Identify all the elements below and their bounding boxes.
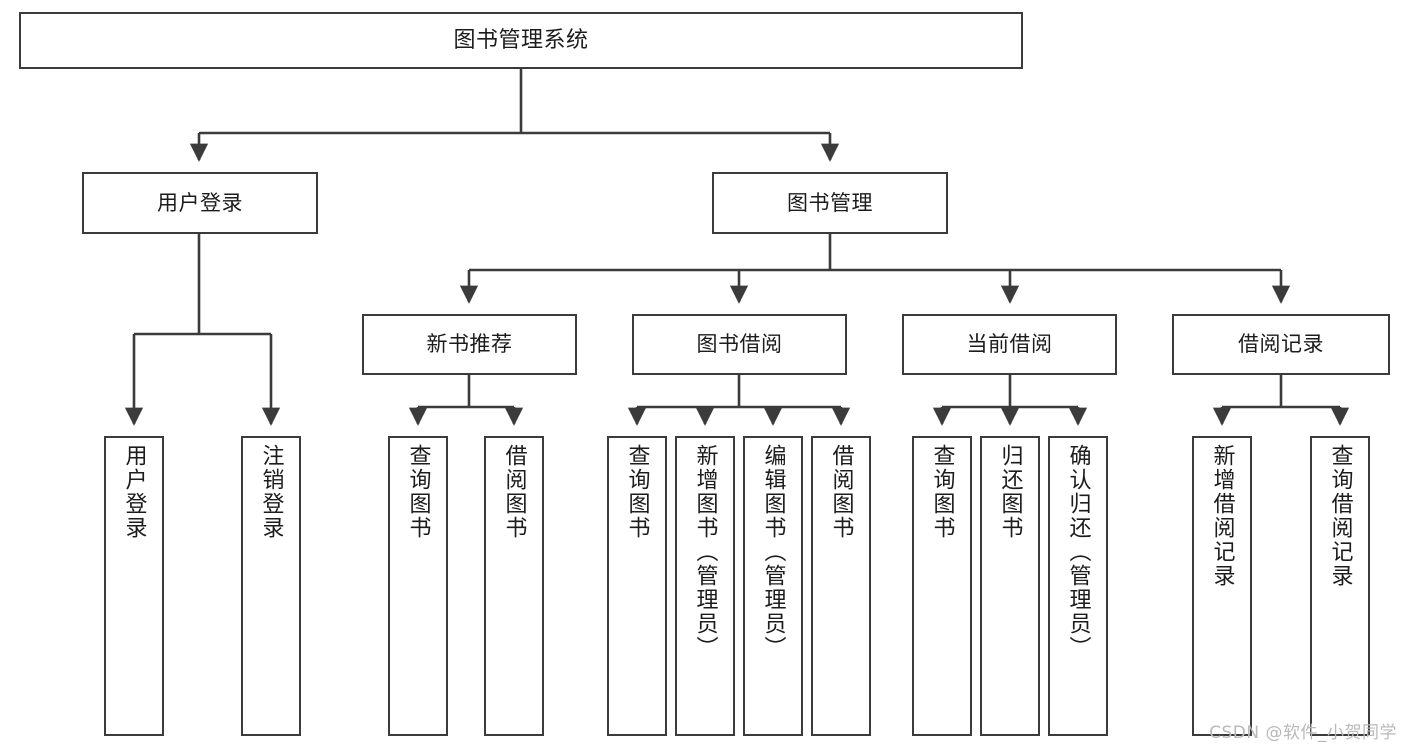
leaf-user-login[interactable]: 用户登录 [104,436,164,736]
leaf-query-borrow-record[interactable]: 查询借阅记录 [1310,436,1370,736]
leaf-borrow-books-new[interactable]: 借阅图书 [484,436,544,736]
node-label: 确认归还（管理员） [1065,444,1091,660]
node-label: 用户登录 [121,444,147,540]
node-book-borrowing[interactable]: 图书借阅 [632,314,847,375]
node-label: 用户登录 [157,190,243,215]
node-label: 新增借阅记录 [1209,444,1235,588]
node-label: 编辑图书（管理员） [760,444,786,660]
leaf-logout[interactable]: 注销登录 [241,436,301,736]
leaf-confirm-return-admin[interactable]: 确认归还（管理员） [1048,436,1108,736]
leaf-add-book-admin[interactable]: 新增图书（管理员） [675,436,735,736]
node-borrowing-records[interactable]: 借阅记录 [1172,314,1390,375]
node-label: 图书管理系统 [453,27,589,53]
node-new-book-recommendation[interactable]: 新书推荐 [362,314,577,375]
node-root-book-management-system[interactable]: 图书管理系统 [19,12,1023,69]
node-label: 查询借阅记录 [1327,444,1353,588]
node-label: 查询图书 [929,444,955,540]
node-label: 图书借阅 [696,332,783,357]
leaf-query-books-borrow[interactable]: 查询图书 [607,436,667,736]
node-label: 新书推荐 [426,332,513,357]
node-book-management[interactable]: 图书管理 [712,172,948,234]
node-label: 新增图书（管理员） [692,444,718,660]
node-label: 借阅记录 [1238,332,1324,357]
node-label: 当前借阅 [966,332,1053,357]
csdn-watermark: CSDN @软件_小贺同学 [1209,723,1397,743]
node-label: 归还图书 [997,444,1023,540]
node-label: 借阅图书 [501,444,527,540]
node-label: 借阅图书 [828,444,854,540]
node-user-login[interactable]: 用户登录 [82,172,318,234]
node-label: 注销登录 [258,444,284,540]
leaf-borrow-books[interactable]: 借阅图书 [811,436,871,736]
leaf-return-books[interactable]: 归还图书 [980,436,1040,736]
leaf-query-books-current[interactable]: 查询图书 [912,436,972,736]
leaf-query-books-new[interactable]: 查询图书 [388,436,448,736]
node-label: 图书管理 [787,190,873,215]
node-label: 查询图书 [405,444,431,540]
node-current-borrowing[interactable]: 当前借阅 [902,314,1117,375]
leaf-edit-book-admin[interactable]: 编辑图书（管理员） [743,436,803,736]
leaf-add-borrow-record[interactable]: 新增借阅记录 [1192,436,1252,736]
node-label: 查询图书 [624,444,650,540]
